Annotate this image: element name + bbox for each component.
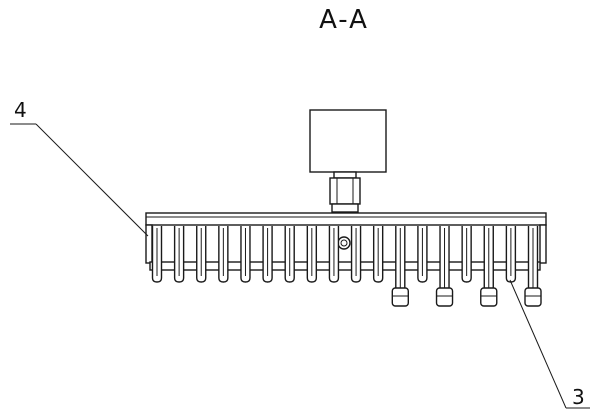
center-bolt (337, 236, 351, 250)
lower-bar (149, 261, 541, 271)
callout-3-label: 3 (572, 385, 585, 409)
callout-4: 4 (10, 98, 149, 237)
section-title: A-A (319, 5, 369, 35)
motor-housing (309, 109, 387, 173)
tine-foot (480, 287, 498, 307)
callout-3: 3 (509, 279, 590, 409)
rake-beam (145, 212, 547, 264)
tine-foot (391, 287, 409, 307)
tine-foot (524, 287, 542, 307)
callout-4-label: 4 (14, 98, 27, 122)
drive-shaft (329, 171, 361, 213)
tine-foot (435, 287, 454, 307)
tine-group (151, 226, 542, 307)
